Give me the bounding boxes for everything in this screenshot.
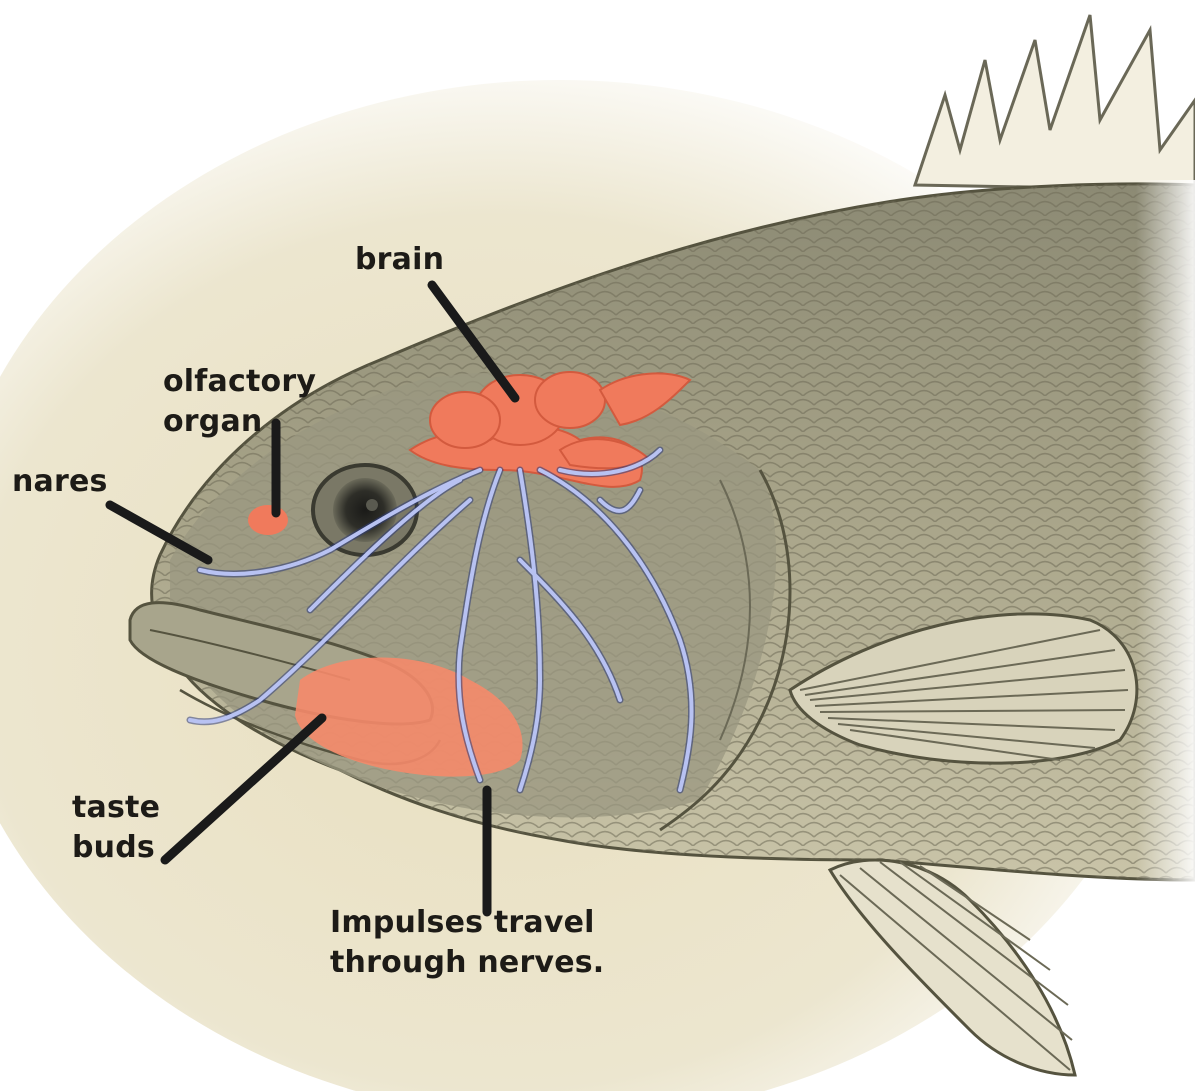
label-taste-line2: buds xyxy=(72,828,160,868)
label-nares: nares xyxy=(12,462,108,502)
olfactory-organ xyxy=(248,505,288,535)
label-olfactory-line2: organ xyxy=(163,402,316,442)
label-impulses-line2: through nerves. xyxy=(330,943,604,983)
label-olfactory-organ: olfactory organ xyxy=(163,362,316,442)
label-impulses: Impulses travel through nerves. xyxy=(330,903,604,983)
label-taste-buds: taste buds xyxy=(72,788,160,868)
label-brain: brain xyxy=(355,240,444,280)
label-brain-text: brain xyxy=(355,240,444,280)
label-nares-text: nares xyxy=(12,462,108,502)
label-olfactory-line1: olfactory xyxy=(163,362,316,402)
label-taste-line1: taste xyxy=(72,788,160,828)
label-impulses-line1: Impulses travel xyxy=(330,903,604,943)
